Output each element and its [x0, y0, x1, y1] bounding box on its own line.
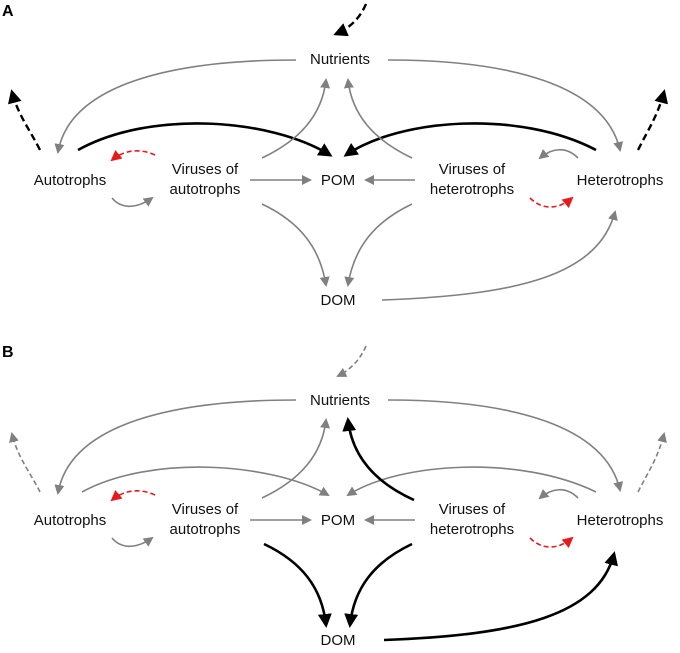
arrow-virauto-to-autotrophs-red — [110, 150, 156, 162]
arrow-b-input-to-nutrients — [336, 345, 367, 377]
arrow-b-virauto-to-dom — [263, 542, 332, 628]
node-b-heterotrophs: Heterotrophs — [577, 512, 664, 529]
node-pom: POM — [321, 172, 355, 189]
node-viruses-of-heterotrophs-line1: Viruses of — [439, 161, 506, 178]
node-b-viruses-of-autotrophs-line1: Viruses of — [172, 501, 239, 518]
node-b-viruses-of-heterotrophs-line2: heterotrophs — [430, 521, 514, 538]
node-b-viruses-of-heterotrophs-line1: Viruses of — [439, 501, 506, 518]
arrow-heterotrophs-export — [636, 89, 668, 151]
node-b-autotrophs: Autotrophs — [34, 512, 107, 529]
arrow-nutrients-to-heterotrophs — [387, 59, 624, 152]
arrow-b-dom-to-heterotrophs — [383, 551, 618, 642]
node-viruses-of-autotrophs-line2: autotrophs — [170, 181, 241, 198]
arrow-virauto-to-dom — [261, 203, 330, 287]
node-viruses-of-heterotrophs-line2: heterotrophs — [430, 181, 514, 198]
node-dom: DOM — [321, 292, 356, 309]
arrow-b-virhet-to-nutrients — [342, 417, 415, 502]
node-heterotrophs: Heterotrophs — [577, 172, 664, 189]
arrow-autotrophs-to-virauto — [111, 196, 154, 208]
arrow-dom-to-heterotrophs — [381, 210, 618, 301]
arrow-b-autotrophs-export — [9, 432, 41, 493]
arrow-virhet-to-heterotrophs-red — [529, 196, 574, 209]
arrow-b-autotrophs-to-virauto — [111, 536, 154, 548]
node-b-pom: POM — [321, 512, 355, 529]
arrow-autotrophs-export — [8, 89, 42, 151]
panel-a-label: A — [2, 3, 14, 20]
arrow-b-nutrients-to-autotrophs — [54, 399, 297, 495]
panel-b-label: B — [2, 344, 14, 361]
arrow-b-virhet-to-heterotrophs-red — [529, 536, 574, 549]
arrow-heterotrophs-to-virhet — [538, 148, 579, 160]
arrow-heterotrophs-to-pom — [343, 122, 597, 157]
arrow-b-heterotrophs-export — [637, 432, 667, 493]
arrow-virhet-to-nutrients — [343, 78, 413, 159]
arrow-b-nutrients-to-heterotrophs — [387, 399, 624, 492]
arrow-b-virhet-to-dom — [344, 542, 413, 628]
panel-a: A Nutrien — [2, 3, 668, 309]
node-viruses-of-autotrophs-line1: Viruses of — [172, 161, 239, 178]
node-b-nutrients: Nutrients — [310, 392, 370, 409]
arrow-autotrophs-to-pom — [77, 122, 333, 157]
arrow-virhet-to-dom — [344, 203, 413, 287]
arrow-b-heterotrophs-to-pom — [346, 466, 597, 497]
arrow-b-virauto-to-nutrients — [261, 418, 331, 499]
arrow-b-virauto-to-autotrophs-red — [110, 490, 156, 502]
node-b-viruses-of-autotrophs-line2: autotrophs — [170, 521, 241, 538]
node-autotrophs: Autotrophs — [34, 172, 107, 189]
arrow-input-to-nutrients — [333, 3, 368, 37]
arrow-b-autotrophs-to-pom — [81, 466, 330, 496]
arrow-b-heterotrophs-to-virhet — [538, 488, 579, 500]
node-nutrients: Nutrients — [310, 51, 370, 68]
arrow-nutrients-to-autotrophs — [54, 59, 297, 154]
arrow-virauto-to-nutrients — [261, 78, 331, 159]
node-b-dom: DOM — [321, 632, 356, 649]
panel-b: B Nutrien — [2, 344, 667, 649]
